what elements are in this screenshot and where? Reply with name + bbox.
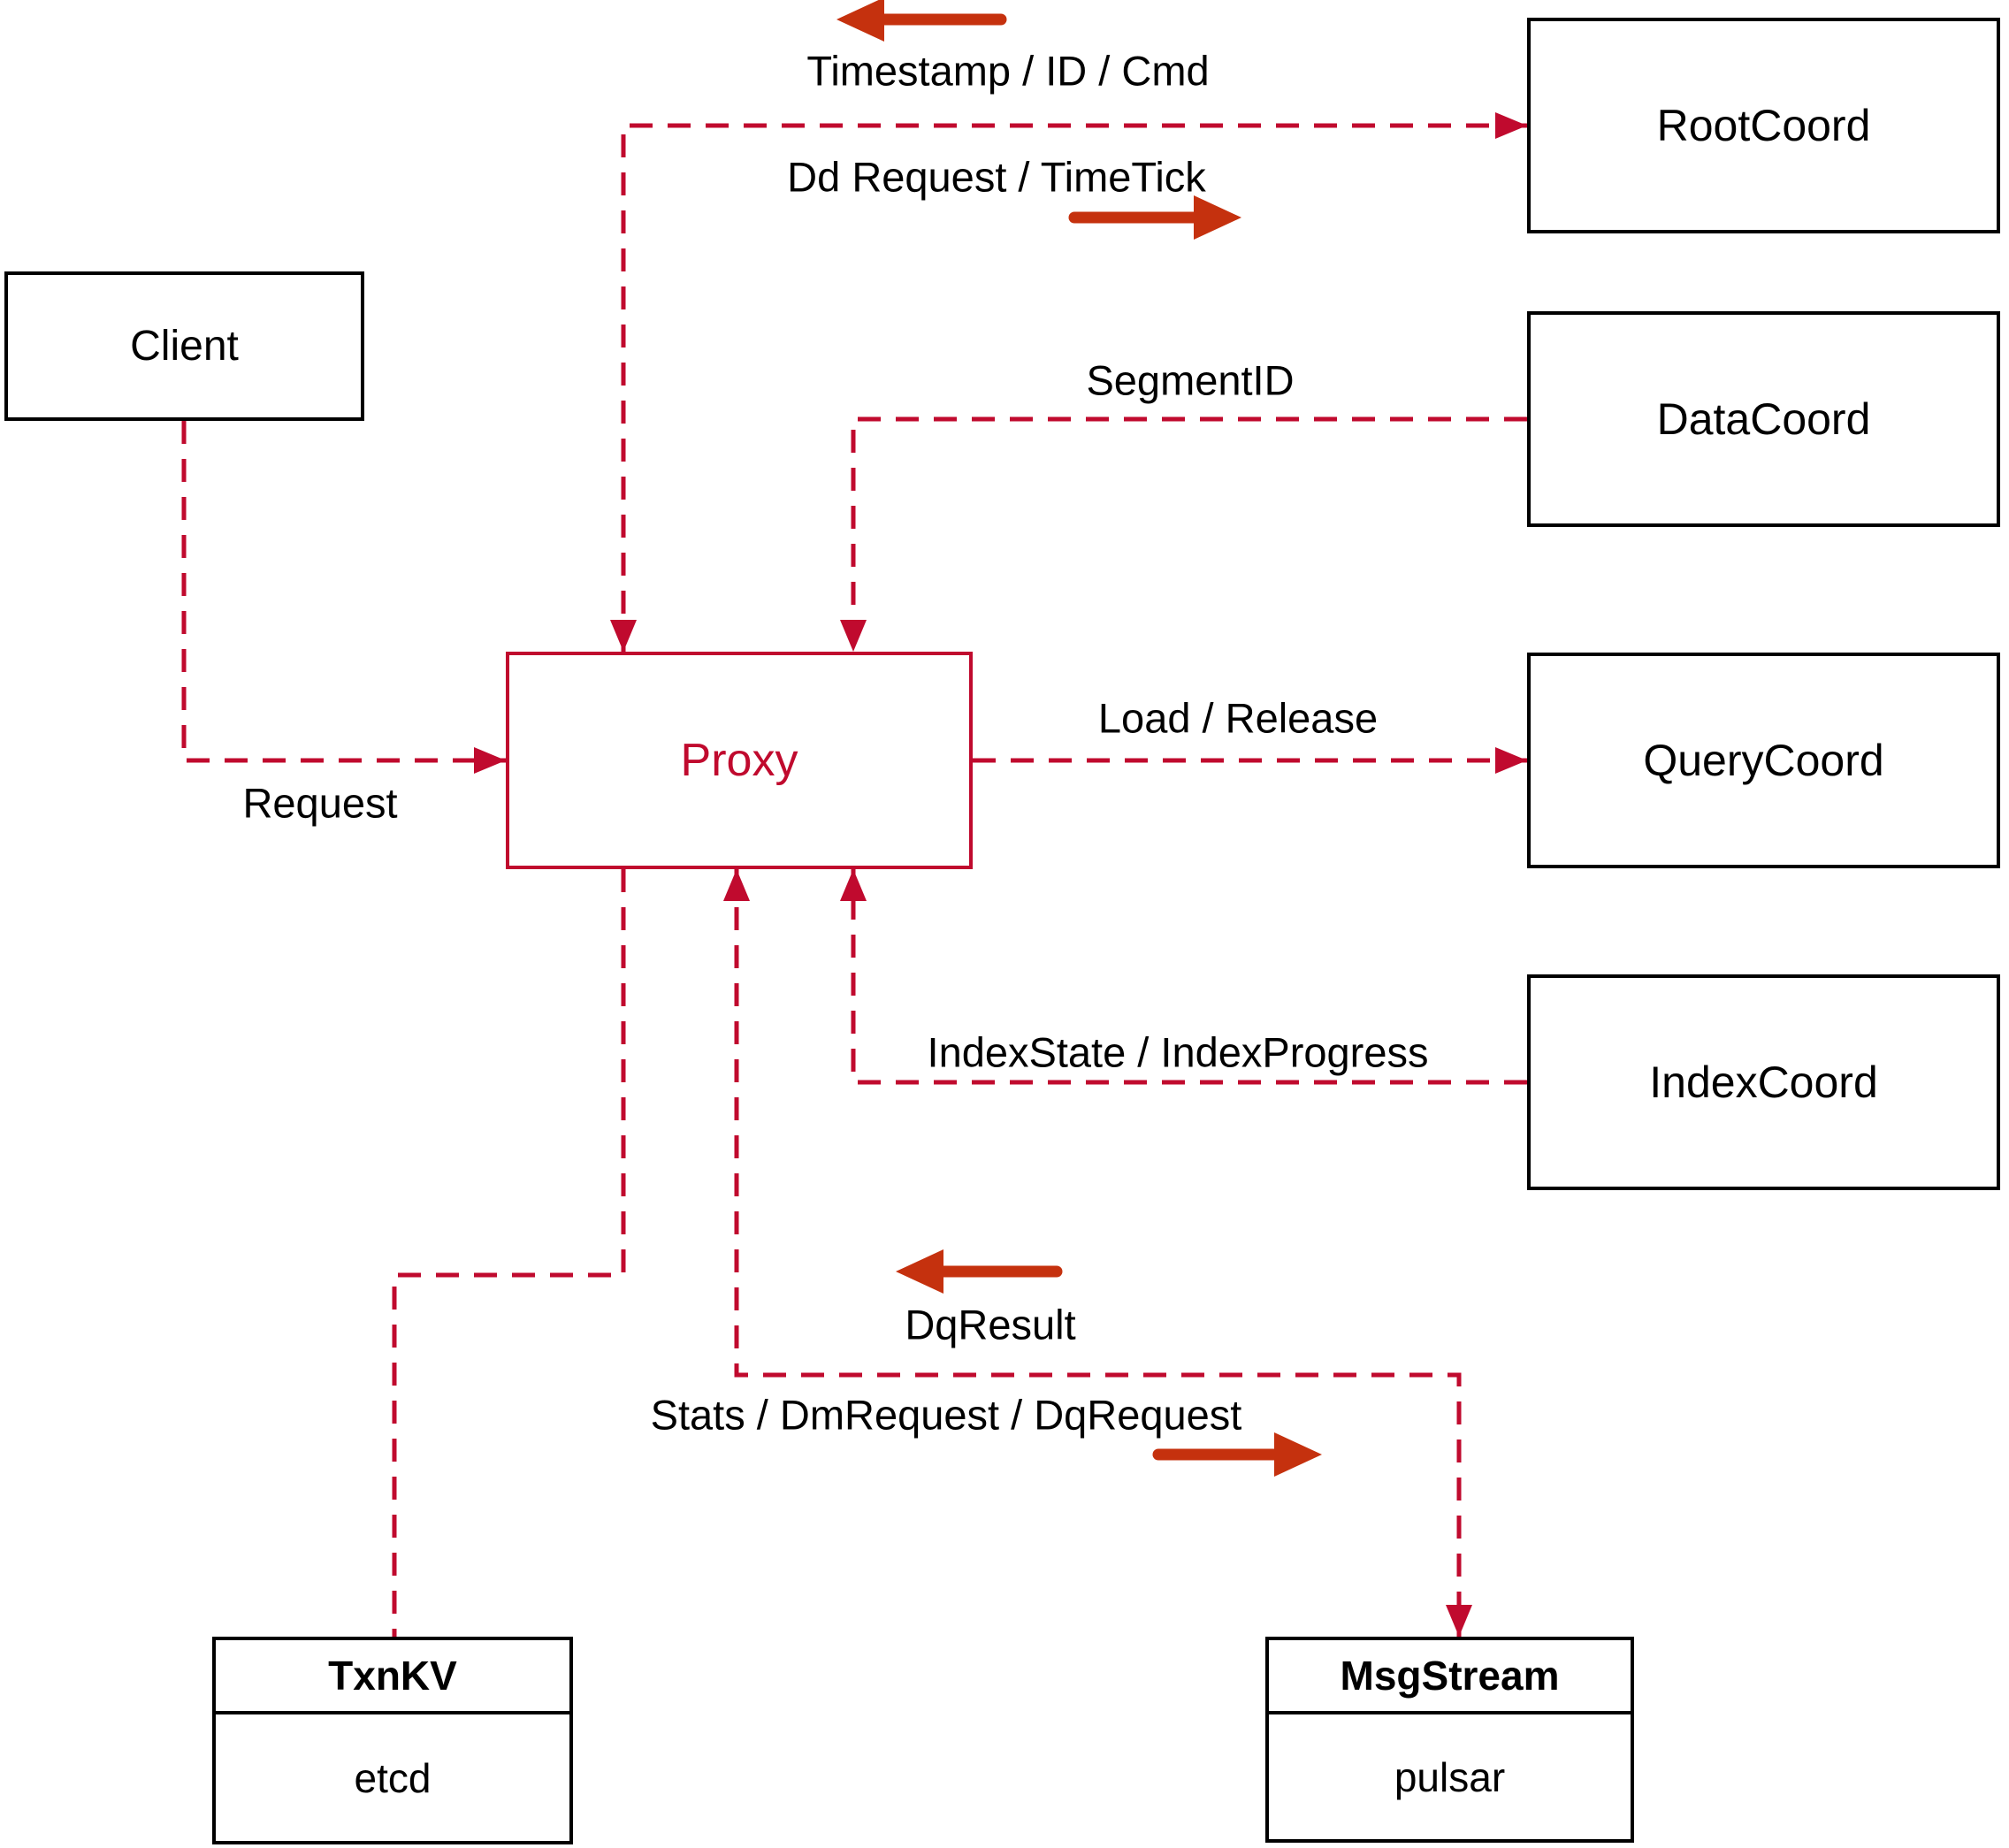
- edge-client-proxy: [181, 421, 506, 774]
- node-txnkv-subtitle: etcd: [354, 1754, 432, 1801]
- edge-label-timestamp-id-cmd: Timestamp / ID / Cmd: [806, 47, 1210, 95]
- edge-proxy-msgstream: [723, 869, 1472, 1637]
- direction-arrow-left-top-icon: [836, 0, 1007, 42]
- node-client: Client: [4, 271, 364, 421]
- node-msgstream: MsgStream pulsar: [1265, 1637, 1634, 1843]
- edge-proxy-rootcoord: [610, 112, 1527, 652]
- node-client-label: Client: [130, 323, 239, 370]
- node-txnkv-title: TxnKV: [216, 1640, 569, 1714]
- edge-indexcoord-proxy: [840, 869, 1527, 1085]
- node-msgstream-subtitle: pulsar: [1394, 1753, 1506, 1800]
- direction-arrow-left-bottom-icon: [896, 1249, 1063, 1294]
- node-querycoord-label: QueryCoord: [1643, 736, 1884, 785]
- direction-arrow-right-bottom-icon: [1152, 1432, 1322, 1477]
- direction-arrow-right-top-icon: [1068, 195, 1241, 240]
- edge-label-load-release: Load / Release: [1097, 694, 1379, 742]
- node-proxy-label: Proxy: [680, 735, 798, 786]
- node-indexcoord: IndexCoord: [1527, 974, 2000, 1190]
- edge-label-dd-request-timetick: Dd Request / TimeTick: [787, 153, 1206, 201]
- node-rootcoord: RootCoord: [1527, 18, 2000, 233]
- node-indexcoord-label: IndexCoord: [1649, 1058, 1878, 1107]
- node-datacoord: DataCoord: [1527, 311, 2000, 527]
- edge-label-index-state-progress: IndexState / IndexProgress: [927, 1028, 1429, 1076]
- node-rootcoord-label: RootCoord: [1656, 101, 1871, 150]
- node-querycoord: QueryCoord: [1527, 653, 2000, 868]
- node-datacoord-label: DataCoord: [1656, 394, 1871, 444]
- edge-label-request: Request: [242, 779, 398, 827]
- node-proxy: Proxy: [506, 652, 973, 869]
- node-msgstream-title: MsgStream: [1269, 1640, 1631, 1714]
- node-txnkv: TxnKV etcd: [212, 1637, 573, 1844]
- edge-label-segment-id: SegmentID: [1086, 356, 1295, 404]
- edge-proxy-txnkv: [392, 869, 626, 1637]
- edge-label-stats-dm-dq-request: Stats / DmRequest / DqRequest: [650, 1391, 1242, 1439]
- edge-label-dq-result: DqResult: [905, 1301, 1076, 1348]
- edge-proxy-querycoord: [973, 747, 1527, 774]
- edge-datacoord-proxy: [840, 416, 1527, 652]
